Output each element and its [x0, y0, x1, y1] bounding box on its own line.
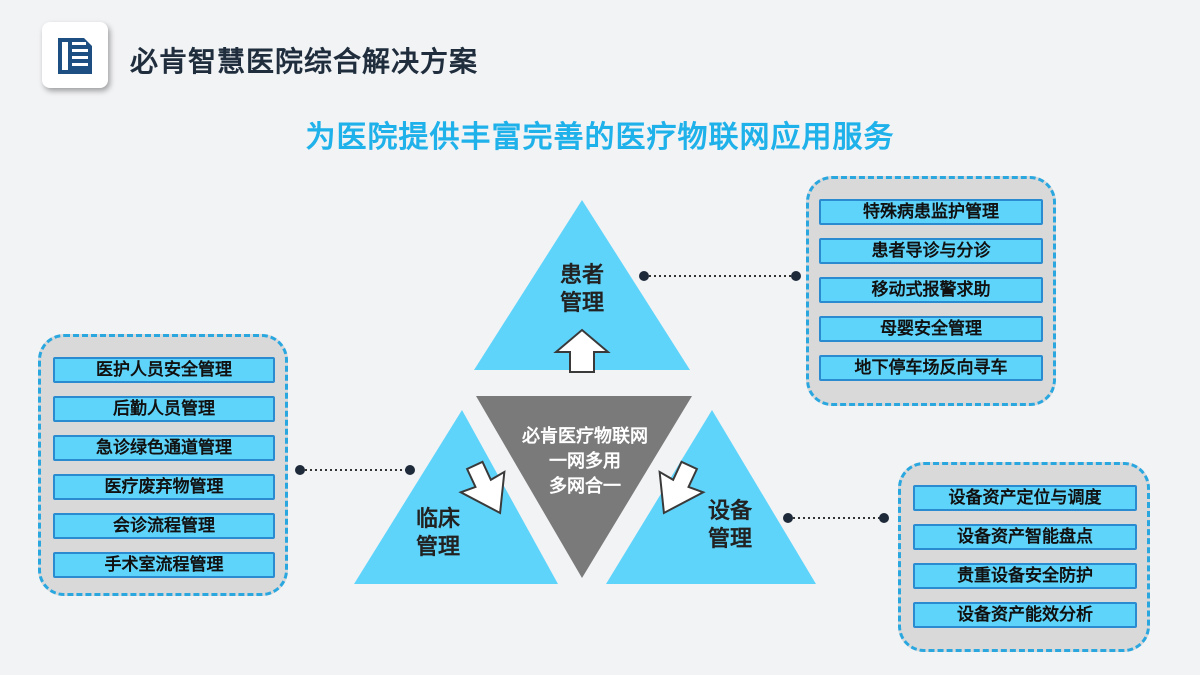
arrow-down-left-icon	[458, 460, 506, 515]
panel-item: 设备资产能效分析	[913, 602, 1137, 628]
panel-equipment: 设备资产定位与调度 设备资产智能盘点 贵重设备安全防护 设备资产能效分析	[898, 462, 1150, 652]
panel-item: 急诊绿色通道管理	[53, 435, 275, 461]
equipment-label-line1: 设备	[707, 499, 752, 524]
center-label-line2: 一网多用	[549, 451, 621, 472]
panel-patient: 特殊病患监护管理 患者导诊与分诊 移动式报警求助 母婴安全管理 地下停车场反向寻…	[806, 176, 1056, 406]
triangle-patient	[474, 200, 690, 370]
arrow-up-icon	[553, 328, 611, 373]
center-label-line1: 必肯医疗物联网	[522, 426, 648, 447]
triangle-equipment	[606, 410, 816, 584]
document-list-icon	[58, 38, 92, 74]
panel-item: 贵重设备安全防护	[913, 563, 1137, 589]
patient-label: 患者 管理	[542, 262, 622, 318]
panel-item: 医护人员安全管理	[53, 357, 275, 383]
clinical-label-line1: 临床	[415, 507, 460, 532]
clinical-label-line2: 管理	[415, 535, 460, 560]
triangle-clinical	[354, 410, 558, 584]
panel-item: 特殊病患监护管理	[819, 199, 1043, 225]
connector-clinical	[295, 465, 415, 475]
equipment-label: 设备 管理	[690, 498, 770, 554]
arrow-down-right-icon	[658, 460, 706, 515]
clinical-label: 临床 管理	[398, 506, 478, 562]
panel-item: 医疗废弃物管理	[53, 474, 275, 500]
patient-label-line1: 患者	[559, 263, 604, 288]
panel-item: 患者导诊与分诊	[819, 238, 1043, 264]
panel-item: 手术室流程管理	[53, 552, 275, 578]
equipment-label-line2: 管理	[707, 527, 752, 552]
patient-label-line2: 管理	[559, 291, 604, 316]
connector-patient	[639, 271, 801, 281]
panel-item: 设备资产定位与调度	[913, 485, 1137, 511]
page-subtitle: 为医院提供丰富完善的医疗物联网应用服务	[305, 120, 895, 155]
panel-item: 会诊流程管理	[53, 513, 275, 539]
panel-item: 设备资产智能盘点	[913, 524, 1137, 550]
panel-clinical: 医护人员安全管理 后勤人员管理 急诊绿色通道管理 医疗废弃物管理 会诊流程管理 …	[38, 334, 288, 596]
triangle-center	[476, 396, 692, 578]
logo	[42, 22, 108, 88]
center-label: 必肯医疗物联网 一网多用 多网合一	[495, 424, 675, 499]
app-title: 必肯智慧医院综合解决方案	[130, 45, 479, 78]
panel-item: 母婴安全管理	[819, 316, 1043, 342]
panel-item: 后勤人员管理	[53, 396, 275, 422]
panel-item: 移动式报警求助	[819, 277, 1043, 303]
panel-item: 地下停车场反向寻车	[819, 355, 1043, 381]
connector-equipment	[783, 513, 889, 523]
center-label-line3: 多网合一	[549, 476, 621, 497]
